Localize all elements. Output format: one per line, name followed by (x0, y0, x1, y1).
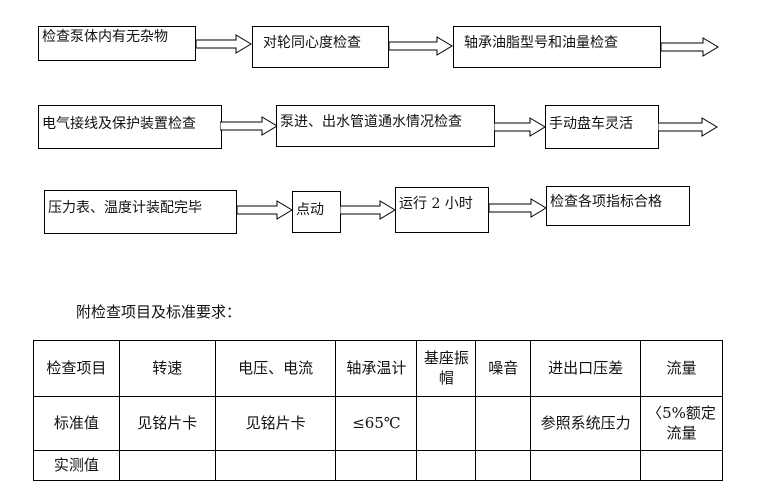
flow-arrow-icon (658, 117, 718, 137)
flow-arrow-icon (389, 36, 453, 56)
header-cell: 进出口压差 (530, 340, 642, 397)
flow-step-coupling-alignment: 对轮同心度检查 (252, 26, 389, 68)
header-cell: 基座振帽 (416, 340, 477, 397)
standards-note: 附检查项目及标准要求： (76, 303, 242, 321)
header-cell: 噪音 (475, 340, 532, 397)
flow-arrow-icon (220, 116, 278, 136)
flow-step-pipe-water-check: 泵进、出水管道通水情况检查 (276, 105, 495, 147)
table-header-row: 检查项目 转速 电压、电流 轴承温计 基座振帽 噪音 进出口压差 流量 (33, 340, 723, 397)
table-cell (118, 450, 216, 481)
table-cell: 实测值 (33, 450, 120, 481)
flow-arrow-icon (340, 200, 396, 220)
table-cell: 见铭片卡 (118, 396, 216, 451)
table-cell (640, 450, 723, 481)
flow-step-gauges-installed: 压力表、温度计装配完毕 (44, 190, 237, 234)
table-cell (530, 450, 642, 481)
flow-step-manual-rotation: 手动盘车灵活 (545, 105, 659, 149)
table-row-standard: 标准值 见铭片卡 见铭片卡 ≤65℃ 参照系统压力 〈5%额定流量 (33, 396, 723, 451)
flow-step-all-indicators-ok: 检查各项指标合格 (546, 186, 690, 226)
flow-arrow-icon (196, 34, 252, 54)
table-cell (335, 450, 418, 481)
flow-step-run-2-hours: 运行 2 小时 (395, 187, 489, 233)
table-cell: 〈5%额定流量 (640, 396, 723, 451)
table-row-measured: 实测值 (33, 450, 723, 481)
table-cell: 见铭片卡 (214, 396, 337, 451)
flow-step-inspect-pump-body: 检查泵体内有无杂物 (38, 26, 196, 61)
table-cell (416, 450, 477, 481)
header-cell: 电压、电流 (214, 340, 337, 397)
flow-arrow-icon (489, 198, 547, 218)
header-cell: 流量 (640, 340, 723, 397)
table-cell: 参照系统压力 (530, 396, 642, 451)
flow-step-electrical-wiring-check: 电气接线及保护装置检查 (38, 105, 222, 149)
flow-arrow-icon (661, 37, 719, 57)
flow-step-jog: 点动 (292, 191, 341, 233)
header-cell: 轴承温计 (335, 340, 418, 397)
table-cell (475, 450, 532, 481)
flow-step-bearing-grease-check: 轴承油脂型号和油量检查 (453, 26, 661, 68)
table-cell (214, 450, 337, 481)
table-cell (416, 396, 477, 451)
standards-table: 检查项目 转速 电压、电流 轴承温计 基座振帽 噪音 进出口压差 流量 标准值 … (33, 340, 723, 481)
header-cell: 转速 (118, 340, 216, 397)
table-cell: 标准值 (33, 396, 120, 451)
table-cell (475, 396, 532, 451)
header-cell: 检查项目 (33, 340, 120, 397)
flow-arrow-icon (237, 200, 293, 220)
table-cell: ≤65℃ (335, 396, 418, 451)
flow-arrow-icon (494, 117, 546, 137)
